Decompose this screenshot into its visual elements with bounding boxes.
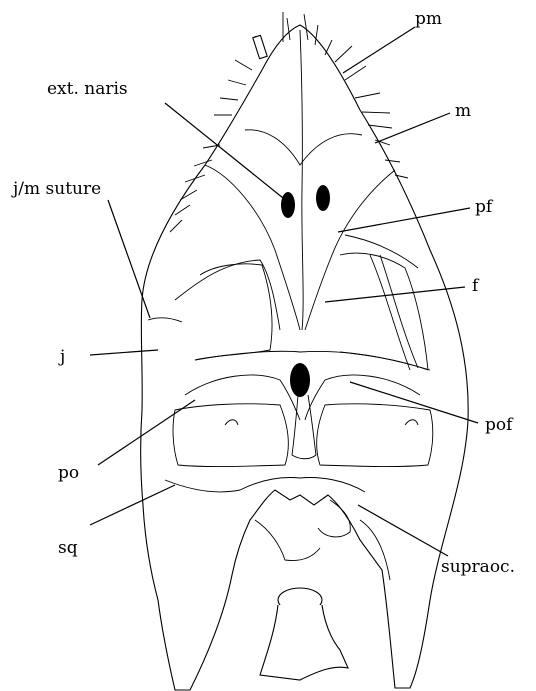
label-jm-suture: j/m suture (11, 179, 101, 199)
broken-tooth (253, 35, 267, 58)
leader-pm (343, 27, 415, 73)
tooth (355, 93, 380, 98)
tooth (325, 40, 332, 55)
label-ext-naris: ext. naris (47, 79, 128, 99)
ext-naris-right (316, 185, 330, 211)
tooth (235, 60, 252, 70)
label-pof: pof (485, 415, 514, 435)
tooth (220, 98, 238, 100)
label-j: j (58, 347, 65, 367)
tooth (228, 80, 246, 85)
label-f: f (472, 276, 480, 296)
leader-jm-suture (108, 200, 150, 318)
label-po: po (58, 463, 79, 483)
label-sq: sq (58, 538, 78, 558)
tooth (335, 46, 352, 62)
condyle (255, 520, 320, 561)
tooth (362, 112, 390, 113)
label-pf: pf (475, 197, 494, 217)
ext-naris-left (281, 192, 295, 218)
leader-m (375, 113, 450, 143)
label-m: m (455, 101, 471, 121)
label-pm: pm (415, 9, 442, 29)
tooth (345, 66, 366, 80)
atlas-body (260, 605, 348, 680)
tooth (368, 125, 392, 128)
label-supraoc: supraoc. (441, 557, 515, 577)
pineal-foramen (290, 363, 310, 397)
